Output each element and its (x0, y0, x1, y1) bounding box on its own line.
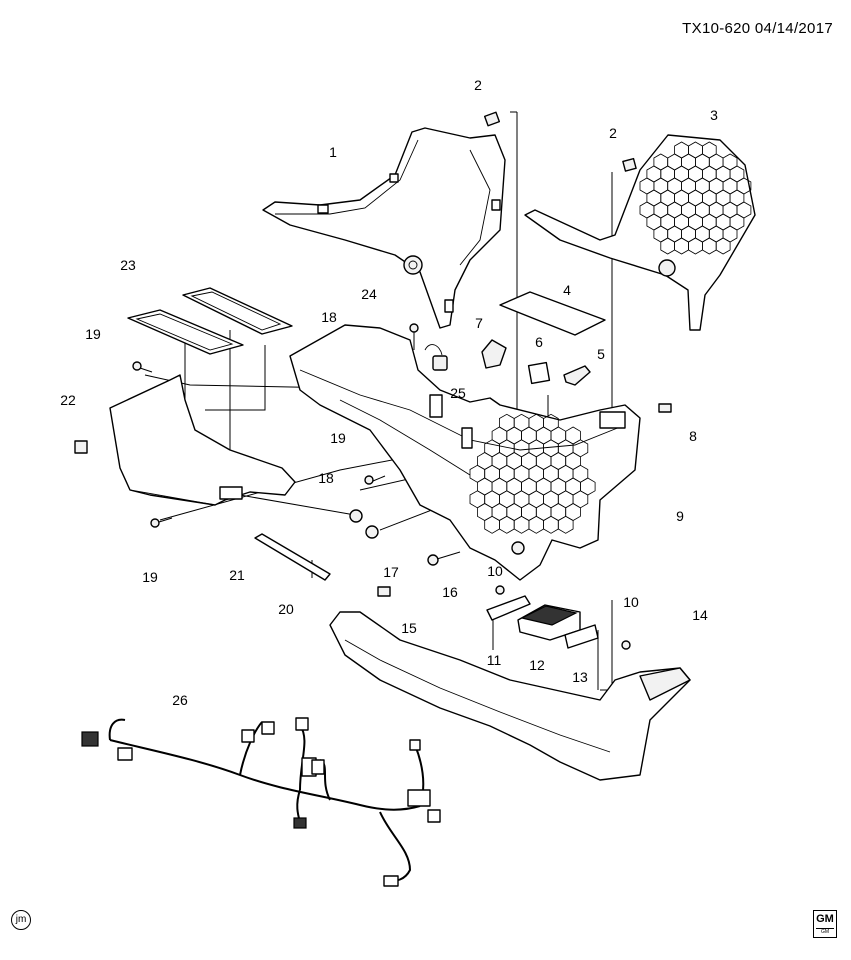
callout-6: 6 (535, 334, 543, 350)
callout-2: 2 (609, 125, 617, 141)
hex-mesh-pattern-center (469, 413, 596, 534)
callout-8: 8 (689, 428, 697, 444)
part-9-console-bracket-frame (289, 324, 641, 581)
author-mark: jm (11, 910, 31, 930)
part-11-bracket (486, 595, 531, 640)
part-5-latch (563, 365, 591, 386)
callout-13: 13 (572, 669, 588, 685)
callout-12: 12 (529, 657, 545, 673)
part-8-clip (658, 403, 672, 413)
part-18-nut-lower (349, 509, 363, 523)
callout-10: 10 (487, 563, 503, 579)
part-1-console-side-panel-left (262, 127, 506, 329)
part-20-strip (254, 533, 331, 581)
hex-mesh-pattern-right (639, 141, 752, 255)
callout-20: 20 (278, 601, 294, 617)
callout-23: 23 (120, 257, 136, 273)
part-17-fastener (365, 525, 379, 539)
part-4-pad (499, 291, 606, 336)
callout-3: 3 (710, 107, 718, 123)
part-12-control-module (517, 604, 581, 641)
part-2-clip-upper (483, 111, 501, 127)
callout-24: 24 (361, 286, 377, 302)
callout-9: 9 (676, 508, 684, 524)
part-3-console-side-panel-right (524, 134, 756, 331)
callout-18: 18 (318, 470, 334, 486)
callout-21: 21 (229, 567, 245, 583)
part-14-air-duct (329, 611, 691, 781)
part-19-screw-center (364, 475, 386, 485)
part-21-console-front-trim (109, 374, 296, 506)
callout-5: 5 (597, 346, 605, 362)
callout-14: 14 (692, 607, 708, 623)
part-16-fastener (427, 551, 461, 566)
gm-logo: GM GM (813, 910, 837, 938)
part-22-retainer (74, 440, 88, 454)
part-23-mat-lower (127, 309, 244, 355)
callout-19: 19 (85, 326, 101, 342)
callout-17: 17 (383, 564, 399, 580)
part-24-screw (409, 323, 419, 350)
part-13-plate (564, 624, 599, 649)
callout-22: 22 (60, 392, 76, 408)
part-10-nut-lower (621, 640, 631, 650)
callout-2: 2 (474, 77, 482, 93)
gm-logo-subtext: GM (816, 928, 834, 935)
gm-logo-text: GM (816, 913, 834, 925)
callout-26: 26 (172, 692, 188, 708)
callout-1: 1 (329, 144, 337, 160)
part-2-clip-right (622, 157, 637, 172)
callout-18: 18 (321, 309, 337, 325)
reference-code: TX10-620 04/14/2017 (682, 20, 833, 37)
part-19-screw-lower (150, 517, 173, 528)
callout-25: 25 (450, 385, 466, 401)
callout-4: 4 (563, 282, 571, 298)
part-7-switch (481, 339, 507, 369)
callout-16: 16 (442, 584, 458, 600)
callout-19: 19 (142, 569, 158, 585)
part-6-bezel (527, 361, 551, 385)
callout-11: 11 (487, 652, 502, 668)
part-26-wiring-harness (81, 717, 441, 887)
callout-15: 15 (401, 620, 417, 636)
part-10-nut-upper (495, 585, 505, 595)
callout-10: 10 (623, 594, 639, 610)
part-19-screw-left-upper (132, 361, 153, 373)
callout-19: 19 (330, 430, 346, 446)
part-25-connector (424, 344, 448, 371)
callout-7: 7 (475, 315, 483, 331)
part-23-mat-upper (182, 287, 293, 335)
part-15-retainer (377, 586, 391, 597)
